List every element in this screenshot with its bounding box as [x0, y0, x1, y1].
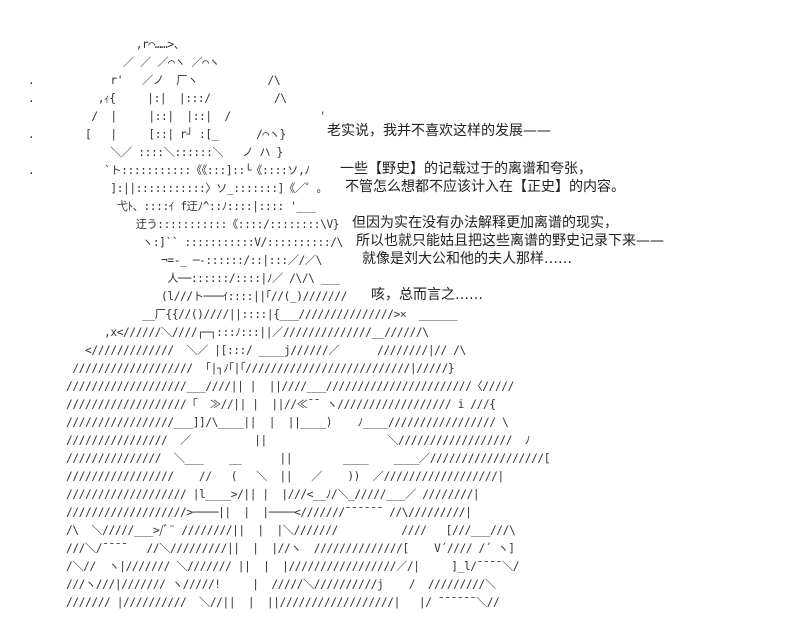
narration-line-3: 不管怎么想都不应该计入在【正史】的内容。 [345, 179, 625, 195]
ascii-art-row: __厂{{//()////||::::|{___///////////////>… [142, 308, 457, 321]
ascii-art-row: /////////////////// ｢|┐ﾉ｢|｢/////////////… [72, 362, 455, 375]
ascii-art-row: . r' ／ノ 厂ヽ /\ [28, 74, 281, 87]
ascii-art-row: 迂う:::::::::::《::::/::::::::\V} [135, 218, 340, 231]
ascii-art-row: /\ ＼/////___>/ﾞ¨ ////////|| | |＼/////// … [66, 524, 516, 537]
ascii-art-row: ///ヽ///|/////// ヽ/////! | /////＼////////… [66, 578, 496, 591]
ascii-art-row: //////////////// ／ || ＼/////////////////… [66, 434, 530, 447]
ascii-art-row: /＼// ヽ|/////// ＼/////// || | |//////////… [66, 560, 520, 573]
ascii-art-row: ,r⌒……>、 [135, 38, 185, 51]
ascii-art-row: . ,ｨ{ |:| |:::/ /\ [28, 92, 287, 105]
ascii-art-row: ///////////////// // ( ＼ || ／ )) ／//////… [66, 470, 504, 483]
ascii-art-row: ＼／ ::::＼::::::＼ ノ ハ } [110, 146, 283, 159]
ascii-art-row: ///＼/¯¯¯¯ //＼/////////|| | |//ヽ ////////… [66, 542, 515, 555]
ascii-art-row: / | |::| |::| / ' [91, 110, 326, 123]
ascii-art-row: ¬=-_ ─-::::::/::|:::／/／\ [161, 254, 322, 267]
narration-line-4: 但因为实在没有办法解释更加离谱的现实， [352, 215, 618, 231]
ascii-art-row: (l///ト───ｲ::::||｢//(_)/////// [161, 290, 347, 303]
ascii-art-row: ／ ／ ／⌒ヽ ／⌒ヽ [123, 56, 220, 69]
ascii-art-row: ヽ:]`` :::::::::::V/::::::::::/\ [142, 236, 343, 249]
ascii-art-row: . `ト:::::::::::《《:::]::└《::::ソ,ﾉ [28, 164, 310, 177]
ascii-art-row: ///////////////////___////|| | ||////___… [66, 380, 514, 393]
ascii-art-row: 人──::::::/::::|ﾉ／ /\/\ ___ [167, 272, 340, 285]
ascii-art-row: ///////////////////「 ≫//|| | ||//≪¯¯ ヽ//… [66, 398, 496, 411]
narration-line-2: 一些【野史】的记载过于的离谱和夸张， [340, 161, 592, 177]
narration-line-5: 所以也就只能姑且把这些离谱的野史记录下来—— [356, 233, 664, 249]
narration-line-1: 老实说，我并不喜欢这样的发展—— [327, 123, 551, 139]
ascii-art-row: ]:||:::::::::::〉ソ_:::::::]《／゜。 [110, 182, 328, 195]
ascii-art-row: /////////////////___]]/\____|| | ||____)… [66, 416, 509, 429]
ascii-art-row: <///////////// ＼／ |[:::/ ____j//////／ //… [85, 344, 466, 357]
ascii-art-row: ///////////////////>────|| | |────</////… [66, 506, 472, 519]
ascii-art-row: 弋ﾄ、::::ｲ f迂ﾉ^::ﾉ::::|:::: '___ [116, 200, 316, 213]
ascii-art-row: /////// |////////// ＼//|| | ||//////////… [66, 596, 500, 609]
narration-line-7: 咳，总而言之…… [369, 286, 485, 304]
ascii-art-character: ,r⌒……>、 ／ ／ ／⌒ヽ ／⌒ヽ . r' ／ノ 厂ヽ /\ . ,ｨ{ … [28, 36, 550, 612]
ascii-art-row: . [ | [::| r┘ :[_ /⌒ヽ} [28, 128, 286, 141]
ascii-art-row: /////////////// ＼___ __ || ____ ____／///… [66, 452, 551, 465]
narration-line-6: 就像是刘大公和他的夫人那样…… [362, 251, 572, 267]
ascii-art-row: ,x<//////＼////┌─┐:::ﾉ:::||／/////////////… [104, 326, 429, 339]
ascii-art-row: /////////////////// |l____>/|| | |///<__… [66, 488, 480, 501]
